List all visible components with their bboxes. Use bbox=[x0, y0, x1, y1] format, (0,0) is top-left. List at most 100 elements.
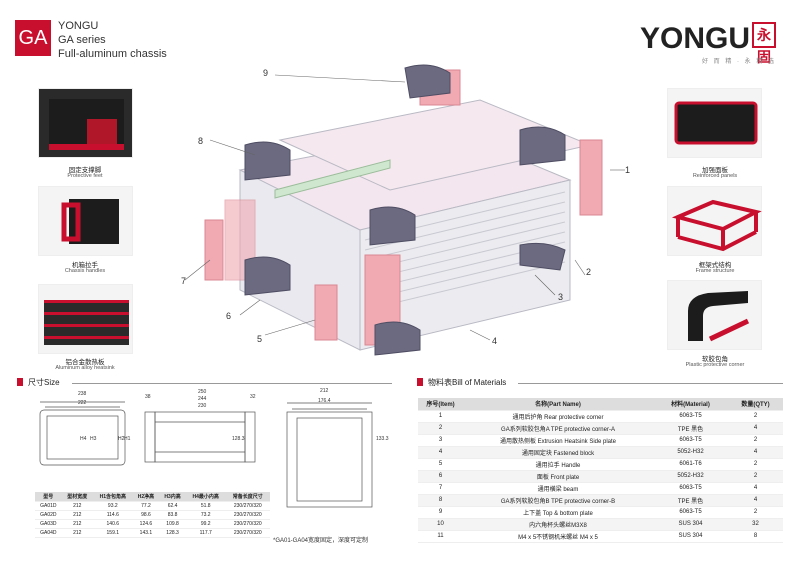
col-length: 常备长度尺寸 bbox=[225, 492, 270, 502]
heatsink-thumbnail bbox=[38, 284, 133, 354]
cell: 10 bbox=[418, 518, 463, 531]
cell: 32 bbox=[728, 518, 783, 531]
cell: 4 bbox=[728, 446, 783, 459]
size-section-title: 尺寸Size bbox=[28, 378, 60, 387]
cell: 面板 Front plate bbox=[463, 470, 653, 483]
cell: 2 bbox=[728, 410, 783, 423]
front-view-drawing bbox=[39, 401, 126, 466]
callout-8: 8 bbox=[198, 136, 204, 146]
brand-name: YONGU bbox=[58, 20, 99, 32]
dim-h1: H1 bbox=[124, 436, 131, 442]
cell: 62.4 bbox=[159, 501, 186, 511]
col-h4: H4最小内高 bbox=[185, 492, 226, 502]
logo-seal-icon: 永固 bbox=[752, 22, 776, 65]
dimension-note: *GA01-GA04宽度固定，深度可定制 bbox=[273, 538, 369, 544]
cell: 通用横梁 beam bbox=[463, 482, 653, 495]
dim-176-4: 176.4 bbox=[318, 398, 331, 404]
col-material: 材料(Material) bbox=[653, 398, 728, 411]
cell: 上下盖 Top & bottom plate bbox=[463, 506, 653, 519]
dim-250: 250 bbox=[198, 389, 207, 395]
bom-table: 序号(Item) 名称(Part Name) 材料(Material) 数量(Q… bbox=[418, 398, 783, 543]
cell: 6 bbox=[418, 470, 463, 483]
cell: 4 bbox=[728, 482, 783, 495]
product-subtitle: Full-aluminum chassis bbox=[58, 48, 167, 60]
feature-panels-en: Reinforced panels bbox=[692, 173, 738, 179]
cell: 7 bbox=[418, 482, 463, 495]
cell: 4 bbox=[728, 422, 783, 435]
col-model: 型号 bbox=[35, 492, 62, 502]
side-view-drawing bbox=[144, 411, 256, 463]
col-h2: H2净高 bbox=[132, 492, 160, 502]
cell: 212 bbox=[61, 510, 93, 520]
dimension-table-header: 型号 型材宽度 H1含包角高 H2净高 H3内高 H4最小内高 常备长度尺寸 bbox=[35, 492, 270, 502]
bom-section-mark bbox=[417, 378, 423, 386]
cell: 8 bbox=[418, 494, 463, 507]
cell: GA系列软胶包角A TPE protective corner-A bbox=[463, 422, 653, 435]
bom-section-title: 物料表Bill of Materials bbox=[428, 378, 507, 387]
col-part-name: 名称(Part Name) bbox=[463, 398, 653, 411]
cell: 5 bbox=[418, 458, 463, 471]
cell: 159.1 bbox=[92, 528, 133, 538]
cell: 8 bbox=[728, 530, 783, 543]
bom-section-divider bbox=[518, 383, 783, 384]
feet-thumbnail bbox=[38, 88, 133, 158]
feature-frame-cn: 框架式结构 bbox=[698, 262, 732, 269]
cell: 4 bbox=[728, 494, 783, 507]
cell: SUS 304 bbox=[653, 530, 728, 543]
cell: 5052-H32 bbox=[653, 446, 728, 459]
cell: 124.6 bbox=[132, 519, 160, 529]
callout-6: 6 bbox=[226, 311, 232, 321]
cell: 109.8 bbox=[159, 519, 186, 529]
cell: 通用散热侧板 Extrusion Heatsink Side plate bbox=[463, 434, 653, 447]
cell: 通用后护角 Rear protective corner bbox=[463, 410, 653, 423]
feature-heatsink-en: Aluminum alloy heatsink bbox=[55, 365, 115, 371]
feature-handles-cn: 机箱拉手 bbox=[72, 262, 98, 269]
col-qty: 数量(QTY) bbox=[728, 398, 783, 411]
dim-38: 38 bbox=[145, 394, 151, 400]
cell: 2 bbox=[728, 434, 783, 447]
cell: GA02D bbox=[35, 510, 62, 520]
panels-thumbnail bbox=[667, 88, 762, 158]
dim-244: 244 bbox=[198, 396, 207, 402]
cell: 9 bbox=[418, 506, 463, 519]
feature-corner-en: Plastic protective corner bbox=[685, 362, 745, 368]
cell: 114.6 bbox=[92, 510, 133, 520]
cell: 98.6 bbox=[132, 510, 160, 520]
cell: M4 x 5不锈钢机米螺丝 M4 x 5 bbox=[463, 530, 653, 543]
frame-thumbnail bbox=[667, 186, 762, 256]
cell: 6063-T5 bbox=[653, 410, 728, 423]
cell: 99.2 bbox=[185, 519, 226, 529]
cell: 143.1 bbox=[132, 528, 160, 538]
series-name: GA series bbox=[58, 34, 106, 46]
dim-212: 212 bbox=[320, 388, 329, 394]
cell: 230/270/320 bbox=[225, 510, 270, 520]
cell: 230/270/320 bbox=[225, 519, 270, 529]
callout-2: 2 bbox=[586, 267, 592, 277]
cell: 230/270/320 bbox=[225, 528, 270, 538]
cell: 117.7 bbox=[185, 528, 226, 538]
cell: TPE 黑色 bbox=[653, 494, 728, 507]
feature-heatsink-cn: 铝合金散热板 bbox=[65, 359, 105, 366]
cell: 4 bbox=[418, 446, 463, 459]
col-item: 序号(Item) bbox=[418, 398, 463, 411]
cell: GA04D bbox=[35, 528, 62, 538]
callout-4: 4 bbox=[492, 336, 498, 346]
feature-panels-cn: 加强面板 bbox=[702, 167, 728, 174]
cell: 2 bbox=[418, 422, 463, 435]
handles-thumbnail bbox=[38, 186, 133, 256]
col-width: 型材宽度 bbox=[61, 492, 93, 502]
cell: 6061-T6 bbox=[653, 458, 728, 471]
cell: 212 bbox=[61, 501, 93, 511]
dim-h3: H3 bbox=[90, 436, 97, 442]
cell: 2 bbox=[728, 506, 783, 519]
